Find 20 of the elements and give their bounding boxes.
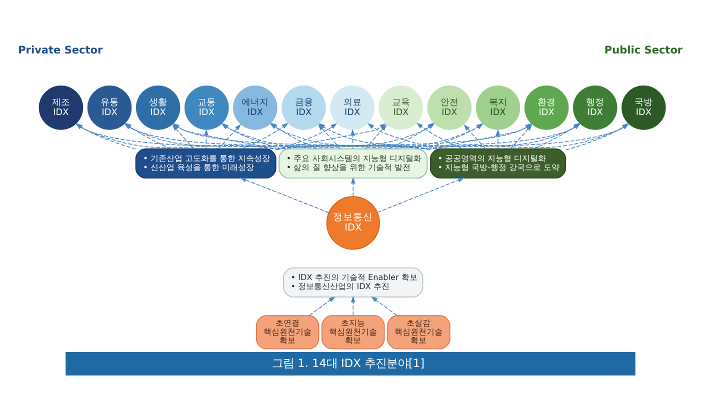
arrow [309, 296, 336, 316]
arrow [240, 177, 330, 212]
node-box: 초지능 핵심원천기술 확보 [321, 314, 385, 349]
arrow [496, 128, 500, 149]
label: Private Sector [18, 44, 103, 56]
node-box: • 기존산업 고도화를 통한 지속성장 • 신산업 육성을 통한 미래성장 [135, 148, 276, 178]
arrow [371, 296, 398, 316]
arrow [204, 128, 209, 149]
arrow [350, 295, 356, 316]
arrow [350, 176, 356, 197]
node-box: • IDX 추진의 기술적 Enabler 확보 • 정보통신산업의 IDX 추진 [283, 266, 424, 297]
node-box: 초연결 핵심원천기술 확보 [256, 314, 320, 349]
arrow [350, 128, 355, 149]
label: Public Sector [604, 44, 683, 56]
caption: 그림 1. 14대 IDX 추진분야[1] [272, 356, 424, 370]
node-circle: 정보통신 IDX [326, 196, 380, 250]
node-box: • 주요 사회시스템의 지능형 디지털화 • 삶의 질 향상을 위한 기술적 발전 [278, 148, 428, 178]
arrow [376, 177, 464, 212]
node-box: 초실감 핵심원천기술 확보 [387, 314, 450, 349]
node-box: • 공공영역의 지능형 디지털화 • 지능형 국방-행정 강국으로 도약 [430, 148, 566, 178]
